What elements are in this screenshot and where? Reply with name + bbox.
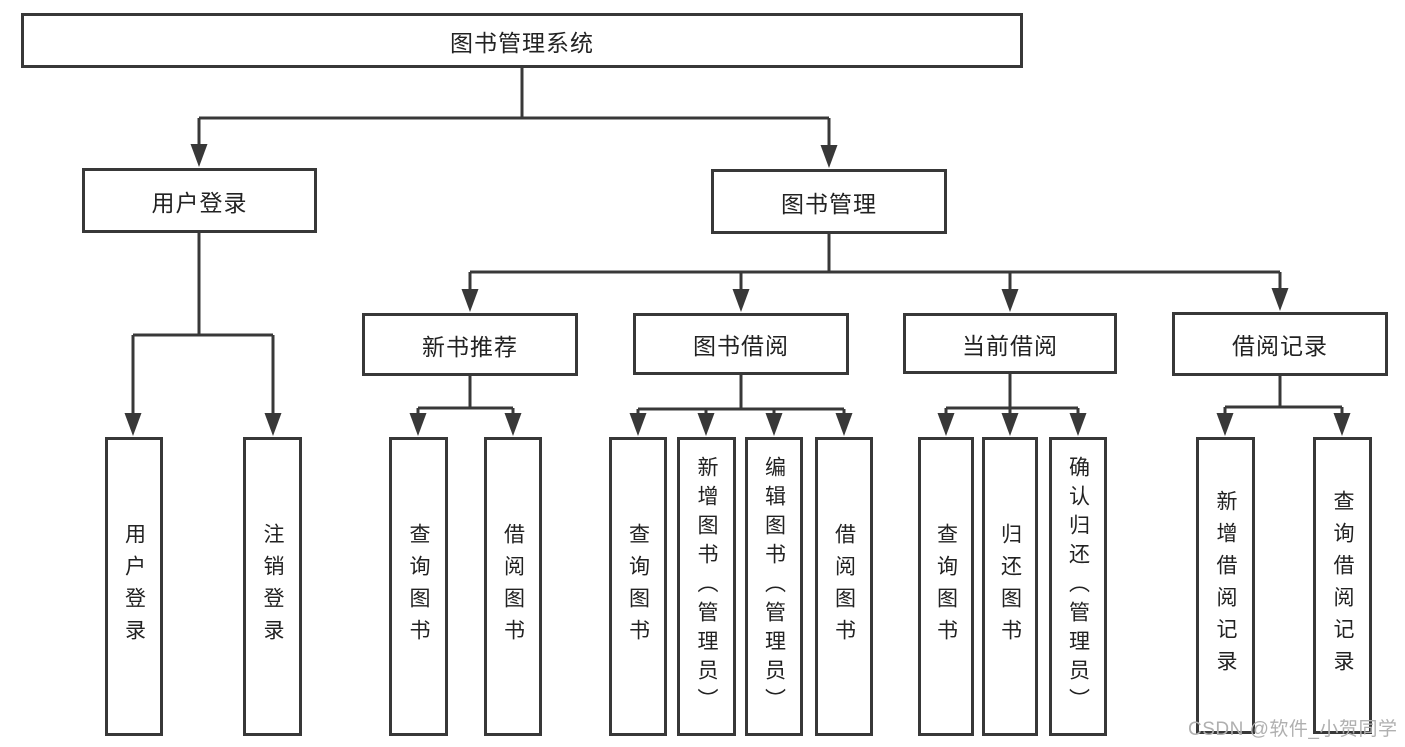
arrowhead-icon xyxy=(461,289,479,312)
node-book-borrowing: 图书借阅 xyxy=(633,313,849,375)
node-user-login: 用户登录 xyxy=(82,168,317,233)
arrowhead-icon xyxy=(504,413,522,436)
arrowhead-icon xyxy=(1216,413,1234,436)
node-borrowing-records: 借阅记录 xyxy=(1172,312,1388,376)
leaf-return-books: 归还图书 xyxy=(982,437,1038,736)
leaf-add-books-admin: 新增图书（管理员） xyxy=(677,437,736,736)
arrowhead-icon xyxy=(409,413,427,436)
leaf-add-borrow-record: 新增借阅记录 xyxy=(1196,437,1255,734)
leaf-confirm-return-admin: 确认归还（管理员） xyxy=(1049,437,1107,736)
arrowhead-icon xyxy=(732,289,750,312)
leaf-borrow-books: 借阅图书 xyxy=(815,437,873,736)
leaf-query-books-newbook: 查询图书 xyxy=(389,437,448,736)
leaf-logout-login: 注销登录 xyxy=(243,437,302,736)
arrowhead-icon xyxy=(1271,288,1289,311)
leaf-borrow-books-newbook: 借阅图书 xyxy=(484,437,542,736)
node-library-system-root: 图书管理系统 xyxy=(21,13,1023,68)
arrowhead-icon xyxy=(190,144,208,167)
arrowhead-icon xyxy=(1069,413,1087,436)
arrowhead-icon xyxy=(937,413,955,436)
arrowhead-icon xyxy=(1001,289,1019,312)
arrowhead-icon xyxy=(820,145,838,168)
arrowhead-icon xyxy=(1001,413,1019,436)
node-current-borrowing: 当前借阅 xyxy=(903,313,1117,374)
arrowhead-icon xyxy=(765,413,783,436)
leaf-edit-books-admin: 编辑图书（管理员） xyxy=(745,437,803,736)
leaf-query-books-borrow: 查询图书 xyxy=(609,437,667,736)
leaf-user-login: 用户登录 xyxy=(105,437,163,736)
leaf-query-books-current: 查询图书 xyxy=(918,437,974,736)
watermark: CSDN @软件_小贺同学 xyxy=(1188,719,1398,740)
node-book-management: 图书管理 xyxy=(711,169,947,234)
arrowhead-icon xyxy=(835,413,853,436)
node-new-book-recommendation: 新书推荐 xyxy=(362,313,578,376)
arrowhead-icon xyxy=(264,413,282,436)
arrowhead-icon xyxy=(629,413,647,436)
arrowhead-icon xyxy=(124,413,142,436)
leaf-query-borrow-record: 查询借阅记录 xyxy=(1313,437,1372,734)
arrowhead-icon xyxy=(697,413,715,436)
arrowhead-icon xyxy=(1333,413,1351,436)
